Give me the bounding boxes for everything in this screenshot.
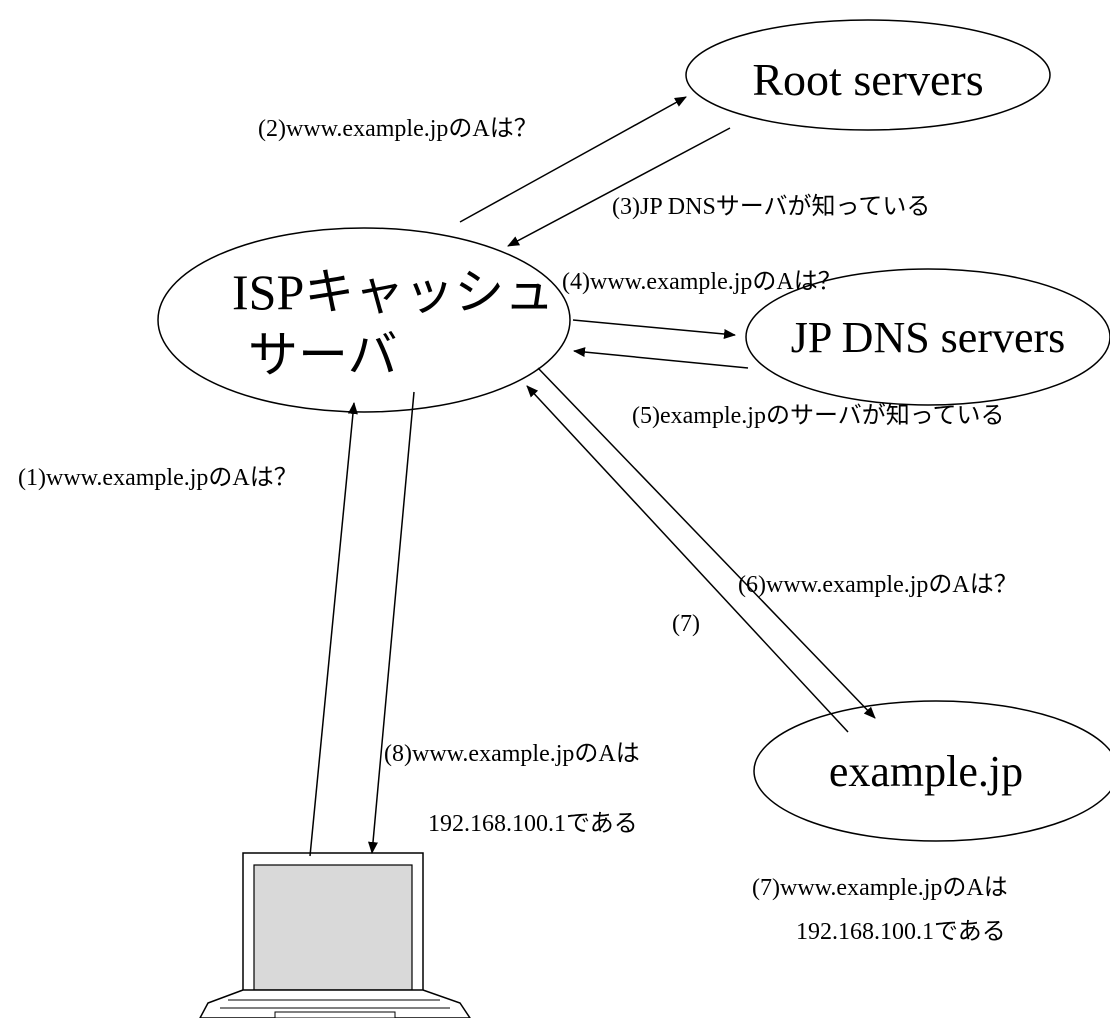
arrow-1-client-query bbox=[309, 402, 358, 857]
message-7-label-line2: 192.168.100.1である bbox=[796, 919, 1006, 945]
isp-cache-server-node: ISPキャッシュ サーバ bbox=[157, 227, 571, 413]
message-1-label: (1)www.example.jpのAは？ bbox=[18, 465, 298, 491]
isp-cache-label-line1: ISPキャッシュ bbox=[232, 264, 554, 320]
jp-dns-servers-node: JP DNS servers bbox=[745, 268, 1110, 406]
arrow-3-root-reply bbox=[507, 127, 731, 247]
arrow-5-jpdns-reply bbox=[573, 347, 749, 369]
client-laptop-icon bbox=[199, 852, 471, 1018]
arrow-4-query-jpdns bbox=[572, 319, 736, 339]
message-5-label: (5)example.jpのサーバが知っている bbox=[632, 402, 1005, 429]
jp-dns-servers-ellipse bbox=[745, 268, 1110, 406]
example-jp-label: example.jp bbox=[829, 747, 1023, 796]
message-8-label-line1: (8)www.example.jpのAは bbox=[384, 741, 640, 767]
jp-dns-servers-label: JP DNS servers bbox=[791, 313, 1066, 362]
message-2-label: (2)www.example.jpのAは？ bbox=[258, 116, 538, 142]
message-7-short-label: (7) bbox=[672, 611, 700, 637]
arrow-8-isp-reply bbox=[368, 391, 415, 854]
root-servers-node: Root servers bbox=[685, 19, 1051, 131]
laptop-keyboard bbox=[199, 989, 471, 1018]
message-3-label: (3)JP DNSサーバが知っている bbox=[612, 193, 930, 220]
message-4-label: (4)www.example.jpのAは？ bbox=[562, 269, 842, 295]
arrow-2-query-root bbox=[459, 96, 687, 223]
arrow-7-example-reply bbox=[526, 385, 849, 733]
root-servers-label: Root servers bbox=[752, 54, 983, 105]
isp-cache-label-line2: サーバ bbox=[248, 327, 398, 383]
message-6-label: (6)www.example.jpのAは？ bbox=[738, 572, 1018, 598]
laptop-screen bbox=[253, 864, 413, 991]
arrow-6-query-example bbox=[537, 367, 876, 719]
isp-cache-server-ellipse bbox=[157, 227, 571, 413]
message-8-label-line2: 192.168.100.1である bbox=[428, 811, 638, 837]
message-7-label-line1: (7)www.example.jpのAは bbox=[752, 875, 1008, 901]
example-jp-ellipse bbox=[753, 700, 1110, 842]
root-servers-ellipse bbox=[685, 19, 1051, 131]
example-jp-node: example.jp bbox=[753, 700, 1110, 842]
